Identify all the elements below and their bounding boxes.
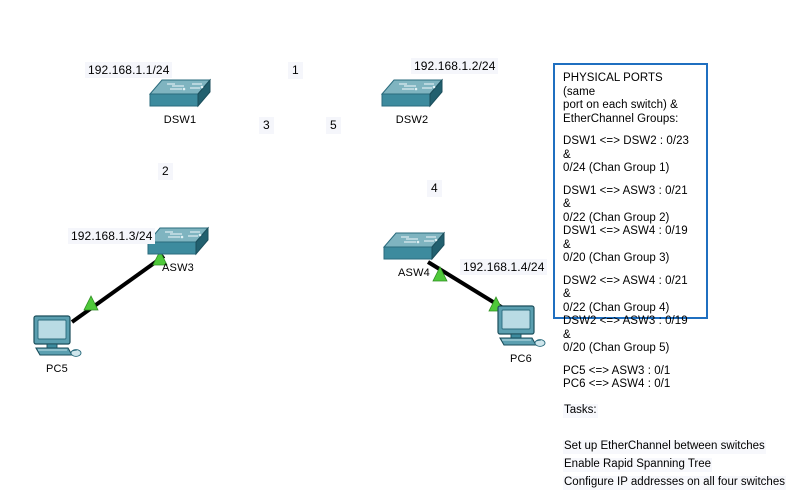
note-line: 0/20 (Chan Group 5) [563,342,670,354]
note-spacer [563,176,698,185]
switch-icon[interactable] [380,78,444,112]
physical-ports-note-box: PHYSICAL PORTS (same port on each switch… [553,63,708,390]
note-line: 0/24 (Chan Group 1) [563,162,670,174]
device-label-asw4: ASW4 [398,267,430,279]
tasks-block: Tasks: Set up EtherChannel between switc… [563,400,788,490]
ip-label-dsw1: 192.168.1.1/24 [85,62,173,78]
note-spacer [563,356,698,365]
note-line: 0/22 (Chan Group 4) [563,301,670,314]
note-line: EtherChannel Groups: [563,112,679,125]
ip-label-dsw2: 192.168.1.2/24 [411,58,499,74]
link-number-4: 4 [427,180,442,197]
note-spacer [563,126,698,135]
task-item: Set up EtherChannel between switches [563,440,766,454]
switch-icon[interactable] [148,78,212,112]
task-item: Enable Rapid Spanning Tree [563,458,713,472]
link-number-1: 1 [288,62,303,79]
note-line: 0/20 (Chan Group 3) [563,252,670,264]
link-number-3: 3 [259,117,274,134]
note-line: DSW1 <=> ASW3 : 0/21 & [563,184,691,211]
device-label-pc6: PC6 [510,353,532,365]
note-line: port on each switch) & [563,99,678,111]
note-spacer [563,266,698,275]
pc-icon[interactable] [495,303,547,351]
ip-label-asw4: 192.168.1.4/24 [460,259,548,275]
note-line: PHYSICAL PORTS (same [563,72,667,98]
pc-icon[interactable] [31,313,83,361]
switch-icon[interactable] [382,231,446,265]
link-number-2: 2 [158,163,173,180]
note-line: DSW2 <=> ASW4 : 0/21 & [563,274,691,301]
link-number-5: 5 [326,117,341,134]
note-line: DSW2 <=> ASW3 : 0/19 & [563,315,691,341]
note-line: DSW1 <=> DSW2 : 0/23 & [563,135,693,161]
ip-label-asw3: 192.168.1.3/24 [68,228,156,244]
note-line: 0/22 (Chan Group 2) [563,211,670,224]
tasks-heading: Tasks: [563,404,598,418]
device-label-dsw2: DSW2 [395,114,429,126]
link-status-triangle [432,266,448,282]
device-label-dsw1: DSW1 [163,114,197,126]
device-label-asw3: ASW3 [162,262,194,274]
device-label-pc5: PC5 [46,363,68,375]
note-line: PC5 <=> ASW3 : 0/1 [563,364,671,377]
note-line: DSW1 <=> ASW4 : 0/19 & [563,225,691,251]
link-status-triangle [83,295,99,311]
task-item: Configure IP addresses on all four switc… [563,476,786,490]
note-line: PC6 <=> ASW4 : 0/1 [563,378,671,390]
link-pc5-asw3 [70,254,166,324]
tasks-spacer [563,421,565,431]
switch-icon[interactable] [146,226,210,260]
